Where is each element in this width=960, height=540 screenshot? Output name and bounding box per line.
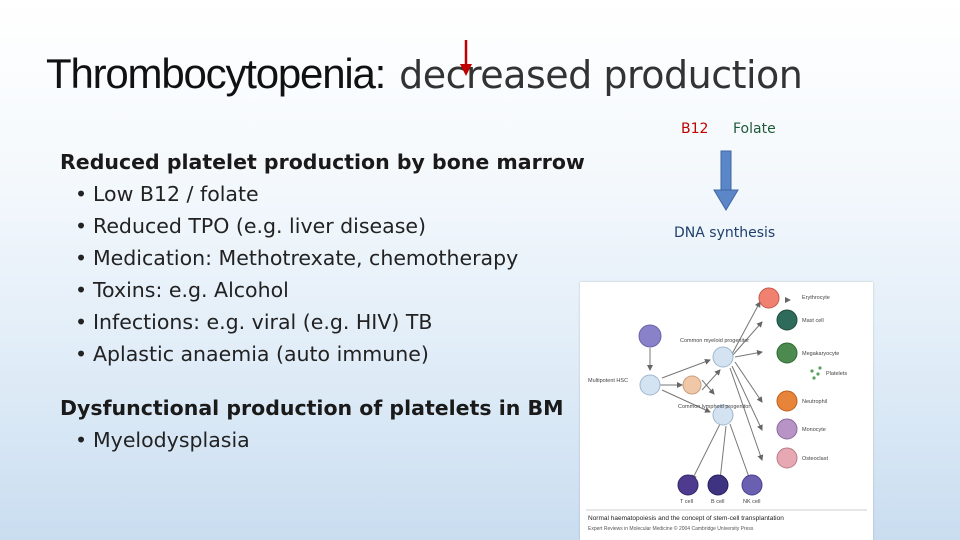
- label-lymphoid: Common lymphoid progenitor: [678, 404, 750, 410]
- bullet-list-causes: Low B12 / folate Reduced TPO (e.g. liver…: [60, 178, 600, 370]
- erythrocyte-icon: [758, 287, 780, 309]
- list-item: Myelodysplasia: [60, 424, 600, 456]
- heading-reduced-production: Reduced platelet production by bone marr…: [60, 150, 585, 174]
- down-arrow-icon: [460, 40, 472, 76]
- list-item: Reduced TPO (e.g. liver disease): [60, 210, 600, 242]
- label-nk-cell: NK cell: [743, 499, 760, 505]
- list-item: Low B12 / folate: [60, 178, 600, 210]
- list-item: Toxins: e.g. Alcohol: [60, 274, 600, 306]
- figure-caption: Normal haematopoiesis and the concept of…: [588, 515, 784, 522]
- haematopoiesis-diagram: Multipotent HSC Common myeloid progenito…: [580, 282, 873, 540]
- label-osteoclast: Osteoclast: [802, 456, 828, 462]
- dna-synthesis-label: DNA synthesis: [674, 225, 776, 241]
- list-item: Medication: Methotrexate, chemotherapy: [60, 242, 600, 274]
- hsc-cell-icon: [639, 374, 661, 396]
- label-monocyte: Monocyte: [802, 427, 826, 433]
- figure-credit: Expert Reviews in Molecular Medicine © 2…: [588, 525, 754, 532]
- neutrophil-icon: [776, 390, 798, 412]
- t-cell-icon: [677, 474, 699, 496]
- label-megakaryocyte: Megakaryocyte: [802, 351, 839, 357]
- myeloid-progenitor-icon: [712, 346, 734, 368]
- lymphoid-progenitor-icon: [712, 404, 734, 426]
- left-content: Reduced platelet production by bone marr…: [60, 146, 600, 456]
- intermediate-cell-icon: [682, 375, 702, 395]
- monocyte-icon: [776, 418, 798, 440]
- slide-title: Thrombocytopenia:decreased production: [46, 50, 803, 98]
- b-cell-icon: [707, 474, 729, 496]
- label-mast-cell: Mast cell: [802, 318, 824, 324]
- label-t-cell: T cell: [680, 499, 693, 505]
- folate-label: Folate: [733, 121, 776, 137]
- bullet-list-dysfunction: Myelodysplasia: [60, 424, 600, 456]
- list-item: Aplastic anaemia (auto immune): [60, 338, 600, 370]
- megakaryocyte-icon: [776, 342, 798, 364]
- diagram-arrows: [647, 297, 791, 481]
- b12-label: B12: [681, 121, 709, 137]
- title-main: Thrombocytopenia:: [46, 50, 386, 97]
- label-myeloid: Common myeloid progenitor: [680, 338, 749, 344]
- label-neutrophil: Neutrophil: [802, 399, 827, 405]
- label-b-cell: B cell: [711, 499, 724, 505]
- label-hsc: Multipotent HSC: [588, 378, 628, 384]
- mast-cell-icon: [776, 309, 798, 331]
- label-platelets: Platelets: [826, 371, 847, 377]
- osteoclast-icon: [776, 447, 798, 469]
- list-item: Infections: e.g. viral (e.g. HIV) TB: [60, 306, 600, 338]
- down-arrow-icon: [713, 150, 739, 211]
- heading-dysfunctional-production: Dysfunctional production of platelets in…: [60, 396, 564, 420]
- label-erythrocyte: Erythrocyte: [802, 295, 830, 301]
- platelets-icon: [810, 366, 822, 380]
- nk-cell-icon: [741, 474, 763, 496]
- stem-cell-icon: [638, 324, 662, 348]
